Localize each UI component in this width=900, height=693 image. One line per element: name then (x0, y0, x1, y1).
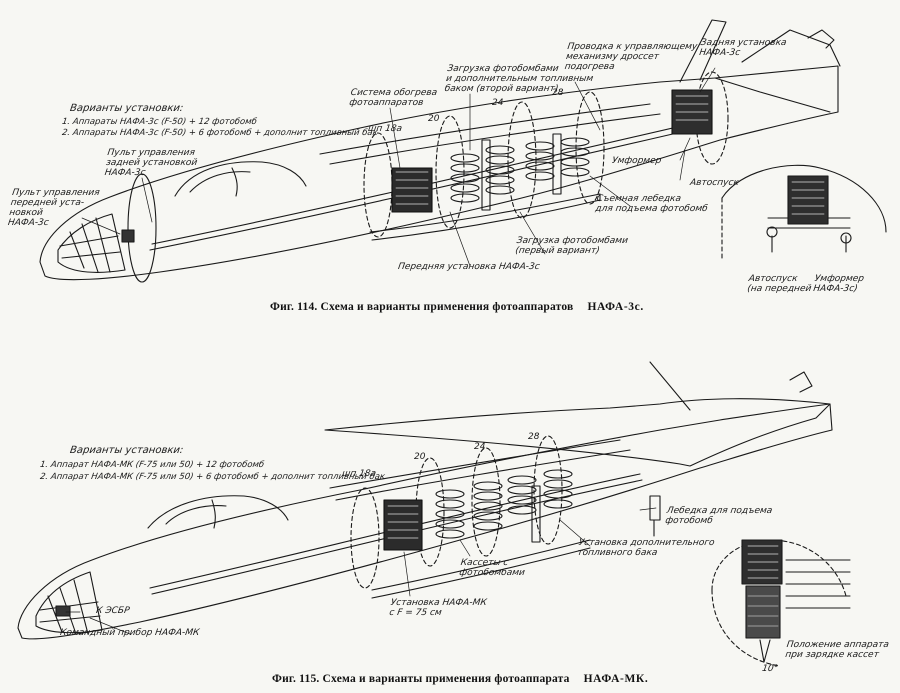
fig115-aircraft-drawing (17, 361, 851, 667)
fig115-label-frame18a: шп 18а (341, 469, 377, 479)
fig115-label-winch: Лебедка для подъема фотобомб (664, 506, 773, 526)
fig114-photobombs (450, 133, 590, 211)
fig115-label-add-tank: Установка дополнительного топливного бак… (576, 538, 716, 558)
fig114-label-rear-install: Задняя установка НАФА-3с (698, 38, 788, 58)
fig114-label-umformer-front: Умформер НАФА-3с) (812, 274, 865, 294)
fig115-variants-title: Варианты установки: (69, 445, 185, 456)
fig115-camera-name: НАФА-МК. (583, 673, 649, 685)
fig114-label-heating: Система обогрева фотоаппаратов (348, 88, 438, 108)
fig114-label-rear-control: Пульт управления задней установкой НАФА-… (103, 148, 198, 178)
fig114-label-front-control: Пульт управления передней уста- новкой Н… (7, 188, 101, 228)
fig115-label-angle: 10° (761, 664, 779, 674)
fig114-label-autospusk: Автоспуск (689, 178, 740, 188)
fig114-variant-2: 2. Аппараты НАФА-3с (F-50) + 6 фотобомб … (61, 128, 379, 138)
fig115-caption: Фиг. 115. Схема и варианты применения фо… (272, 673, 648, 685)
fig115-label-cassettes: Кассеты с фотобомбами (458, 558, 526, 578)
fig114-frame-28: 28 (552, 88, 564, 98)
fig114-caption-text: Фиг. 114. Схема и варианты применения фо… (270, 301, 574, 313)
fig114-variants-title: Варианты установки: (69, 103, 185, 114)
fig115-photobombs (435, 469, 573, 543)
fig114-label-autospusk-front: Автоспуск (на передней (746, 274, 812, 294)
fig115-frame-28: 28 (528, 432, 540, 442)
fig115-caption-text: Фиг. 115. Схема и варианты применения фо… (272, 673, 570, 685)
fig114-camera-name: НАФА-3с. (587, 301, 644, 313)
fig115-frame-20: 20 (414, 452, 426, 462)
fig114-detail-inset (721, 164, 887, 261)
fig114-label-wiring: Проводка к управляющему механизму дроссе… (563, 42, 698, 72)
fig115-variant-2: 2. Аппарат НАФА-МК (F-75 или 50) + 6 фот… (39, 472, 386, 482)
fig114-variant-1: 1. Аппараты НАФА-3с (F-50) + 12 фотобомб (61, 117, 258, 127)
fig114-label-winch: Съемная лебедка для подъема фотобомб (594, 194, 709, 214)
fig114-aircraft-drawing (39, 19, 887, 283)
fig115-label-install: Установка НАФА-МК с F = 75 см (388, 598, 488, 618)
fig114-label-umformer: Умформер (611, 156, 662, 166)
fig115-label-esbr: К ЭСБР (95, 606, 131, 616)
fig114-label-frame18a: шп 18а (367, 124, 403, 134)
fig114-frame-24: 24 (492, 98, 504, 108)
fig114-frame-20: 20 (428, 114, 440, 124)
fig115-variant-1: 1. Аппарат НАФА-МК (F-75 или 50) + 12 фо… (39, 460, 265, 470)
fig115-detail-inset (711, 539, 851, 667)
fig114-label-bomb-load-1: Загрузка фотобомбами (первый вариант) (514, 236, 629, 256)
fig115-label-position: Положение аппарата при зарядке кассет (784, 640, 890, 660)
fig114-label-front-install: Передняя установка НАФА-3с (397, 262, 541, 272)
fig115-label-command: Командный прибор НАФА-МК (59, 628, 201, 638)
fig114-caption: Фиг. 114. Схема и варианты применения фо… (270, 301, 644, 313)
fig115-frame-24: 24 (474, 442, 486, 452)
